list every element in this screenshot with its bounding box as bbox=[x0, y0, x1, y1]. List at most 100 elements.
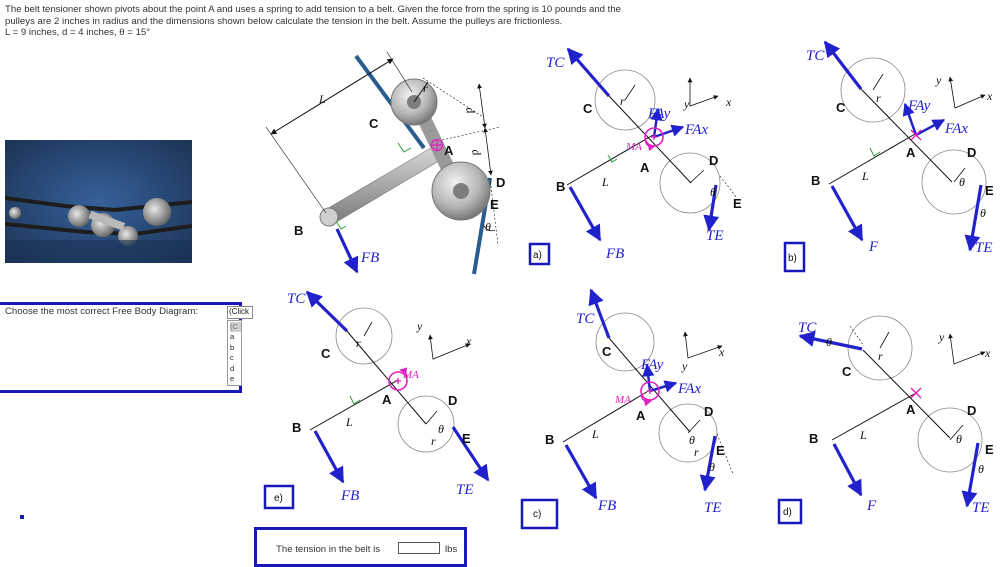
option-a-label: a) bbox=[533, 250, 542, 261]
svg-text:x: x bbox=[718, 345, 725, 359]
svg-text:y: y bbox=[683, 97, 690, 111]
svg-text:A: A bbox=[906, 145, 916, 160]
option-b-box bbox=[783, 241, 806, 273]
svg-text:C: C bbox=[836, 100, 846, 115]
svg-text:B: B bbox=[545, 432, 554, 447]
c-FAy-label: FAy bbox=[640, 357, 664, 373]
svg-text:E: E bbox=[733, 196, 742, 211]
svg-text:r: r bbox=[356, 336, 361, 350]
svg-text:θ: θ bbox=[438, 422, 444, 436]
d-Tc-label: TC bbox=[798, 320, 817, 336]
main-D-label: D bbox=[496, 175, 505, 190]
svg-text:B: B bbox=[811, 173, 820, 188]
fbd-option-d-item[interactable]: d bbox=[230, 363, 235, 373]
svg-text:L: L bbox=[601, 175, 609, 189]
svg-text:C: C bbox=[842, 364, 852, 379]
svg-text:r: r bbox=[620, 94, 625, 108]
fbd-option-placeholder[interactable]: (C bbox=[230, 322, 241, 333]
option-d-label: d) bbox=[783, 507, 792, 518]
main-C-label: C bbox=[369, 116, 379, 131]
fbd-select-head[interactable]: (Click bbox=[227, 306, 253, 319]
svg-text:y: y bbox=[416, 319, 423, 333]
answer-label: The tension in the belt is bbox=[276, 544, 380, 555]
fbd-option-e: TC MA FB TE C A D E B L r y x θ r e) bbox=[263, 290, 490, 510]
a-FAx-label: FAx bbox=[684, 122, 708, 138]
main-B-label: B bbox=[294, 223, 303, 238]
svg-text:x: x bbox=[725, 95, 732, 109]
e-MA-label: MA bbox=[402, 369, 419, 381]
fbd-option-b-item[interactable]: b bbox=[230, 342, 235, 352]
a-FAy-label: FAy bbox=[647, 106, 671, 122]
svg-text:θ: θ bbox=[980, 206, 986, 220]
svg-text:E: E bbox=[985, 442, 994, 457]
fbd-option-a: TC FAy FAx MA FB TE C A D E B L r y x θ … bbox=[528, 47, 742, 266]
svg-text:y: y bbox=[681, 359, 688, 373]
svg-text:L: L bbox=[859, 428, 867, 442]
svg-text:A: A bbox=[636, 408, 646, 423]
answer-unit: lbs bbox=[445, 544, 458, 555]
fbd-option-c-item[interactable]: c bbox=[230, 353, 234, 363]
svg-text:θ: θ bbox=[710, 185, 716, 199]
main-theta-label: θ bbox=[485, 220, 491, 234]
svg-text:B: B bbox=[809, 431, 818, 446]
e-TE-label: TE bbox=[456, 482, 474, 498]
fbd-option-e-item[interactable]: e bbox=[230, 373, 235, 383]
svg-text:θ: θ bbox=[709, 460, 715, 474]
c-MA-label: MA bbox=[614, 394, 631, 406]
svg-text:y: y bbox=[935, 73, 942, 87]
problem-text: The belt tensioner shown pivots about th… bbox=[5, 4, 621, 27]
svg-text:B: B bbox=[292, 420, 301, 435]
svg-text:C: C bbox=[602, 344, 612, 359]
svg-text:θ: θ bbox=[956, 432, 962, 446]
fbd-option-b: TC FAy FAx F TE C A D E B L r y x θ θ b) bbox=[783, 40, 994, 273]
d-F-label: F bbox=[866, 498, 877, 514]
svg-text:L: L bbox=[591, 427, 599, 441]
question-prompt: Choose the most correct Free Body Diagra… bbox=[5, 306, 199, 317]
svg-text:r: r bbox=[431, 434, 436, 448]
svg-text:C: C bbox=[583, 101, 593, 116]
a-TE-label: TE bbox=[706, 228, 724, 244]
svg-text:A: A bbox=[382, 392, 392, 407]
fbd-select-list[interactable]: (C a b c d e bbox=[227, 320, 242, 387]
e-FB-label: FB bbox=[340, 488, 359, 504]
c-FAx-label: FAx bbox=[677, 381, 701, 397]
svg-text:L: L bbox=[861, 169, 869, 183]
svg-text:θ: θ bbox=[959, 175, 965, 189]
main-FB-label: FB bbox=[360, 250, 379, 266]
main-r-label: r bbox=[423, 81, 428, 95]
tension-input[interactable] bbox=[398, 542, 440, 554]
svg-text:D: D bbox=[967, 145, 976, 160]
fbd-select[interactable]: (Click (C a b c d e bbox=[227, 306, 253, 387]
option-d-box bbox=[777, 498, 803, 525]
b-Tc-label: TC bbox=[806, 48, 825, 64]
svg-text:D: D bbox=[967, 403, 976, 418]
option-a-box bbox=[528, 242, 551, 266]
tensioner-photo bbox=[5, 140, 192, 263]
main-L-label: L bbox=[318, 92, 326, 106]
svg-text:C: C bbox=[321, 346, 331, 361]
option-e-box bbox=[263, 484, 295, 510]
svg-text:D: D bbox=[448, 393, 457, 408]
svg-text:θ: θ bbox=[826, 335, 832, 349]
b-F-label: F bbox=[868, 239, 879, 255]
svg-text:θ: θ bbox=[978, 462, 984, 476]
svg-text:A: A bbox=[640, 160, 650, 175]
svg-text:D: D bbox=[704, 404, 713, 419]
svg-text:E: E bbox=[985, 183, 994, 198]
svg-text:r: r bbox=[878, 349, 883, 363]
svg-text:L: L bbox=[345, 415, 353, 429]
c-FB-label: FB bbox=[597, 498, 616, 514]
problem-statement: The belt tensioner shown pivots about th… bbox=[5, 4, 645, 39]
option-c-label: c) bbox=[533, 509, 541, 520]
option-b-label: b) bbox=[788, 253, 797, 264]
svg-text:y: y bbox=[938, 330, 945, 344]
b-TE-label: TE bbox=[975, 240, 993, 256]
fbd-option-a-item[interactable]: a bbox=[230, 332, 235, 342]
svg-text:r: r bbox=[694, 445, 699, 459]
a-FB-label: FB bbox=[605, 246, 624, 262]
a-Tc-label: TC bbox=[546, 55, 565, 71]
fbd-option-d: TC F TE θ C A D E B L r y x θ θ d) bbox=[777, 315, 994, 525]
c-Tc-label: TC bbox=[576, 311, 595, 327]
svg-text:E: E bbox=[462, 431, 471, 446]
main-A-label: A bbox=[444, 143, 454, 158]
